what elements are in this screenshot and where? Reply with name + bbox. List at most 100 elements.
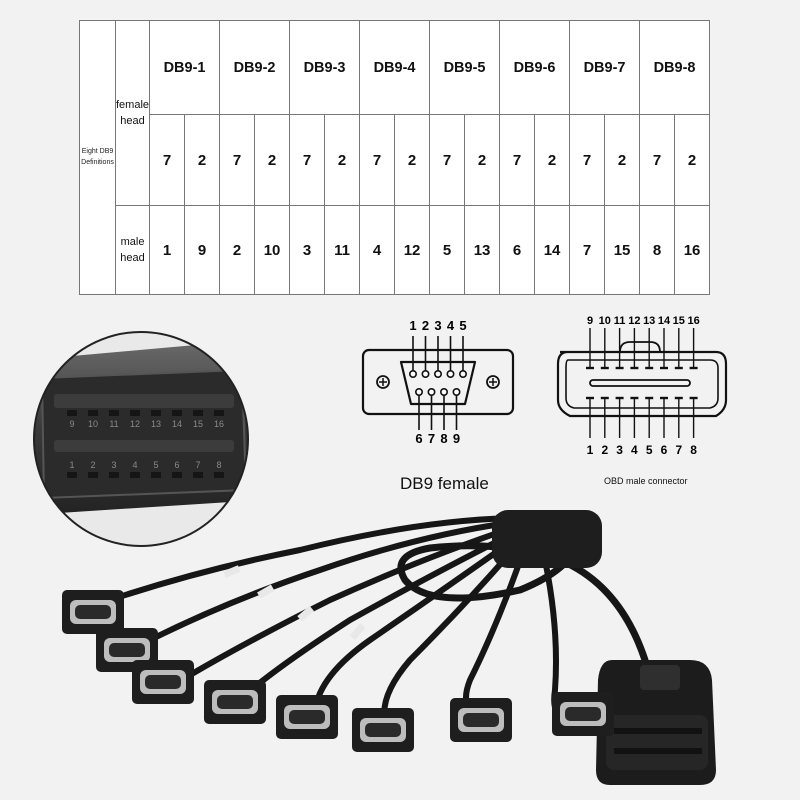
obd-pin-label-top: 16 bbox=[687, 315, 699, 327]
db9-8-header: DB9-8 bbox=[639, 20, 711, 115]
closeup-pin-slot bbox=[193, 472, 203, 478]
db9-5-male-pin-a: 5 bbox=[429, 205, 466, 295]
obd-pin-label-top: 14 bbox=[658, 315, 671, 327]
cable-splitter-hub bbox=[492, 510, 602, 568]
db9-5-header: DB9-5 bbox=[429, 20, 501, 115]
db9-plug-1 bbox=[62, 590, 124, 634]
db9-2-female-pin-b: 2 bbox=[254, 114, 291, 206]
closeup-pin-slot bbox=[193, 410, 203, 416]
closeup-pin-label-top: 11 bbox=[109, 419, 118, 429]
obd-center-divider bbox=[589, 379, 691, 387]
closeup-pin-slot bbox=[172, 410, 182, 416]
cable-labels bbox=[223, 565, 366, 641]
db9-plug-8 bbox=[552, 692, 614, 736]
male-label-line-2: head bbox=[120, 252, 145, 264]
db9-3-female-pin-b: 2 bbox=[324, 114, 361, 206]
db9-plug-5 bbox=[276, 695, 338, 739]
closeup-pin-slot bbox=[109, 410, 119, 416]
female-label-line-2: head bbox=[120, 115, 145, 127]
db9-pin-socket bbox=[459, 369, 468, 378]
db9-5-female-pin-a: 7 bbox=[429, 114, 466, 206]
obd-pin-label-bottom: 4 bbox=[631, 443, 638, 457]
db9-1-female-pin-a: 7 bbox=[149, 114, 186, 206]
db9-3-header: DB9-3 bbox=[289, 20, 361, 115]
obd-male-caption: OBD male connector bbox=[604, 476, 688, 486]
db9-1-male-pin-a: 1 bbox=[149, 205, 186, 295]
db9-pin-label-bottom: 8 bbox=[440, 431, 447, 446]
table-row-header: Eight DB9 Definitions female head DB9-1 … bbox=[79, 20, 711, 295]
db9-pin-socket bbox=[440, 388, 449, 397]
obd-outer-shell bbox=[556, 350, 728, 418]
female-label-line-1: female bbox=[116, 98, 150, 111]
db9-plug-3 bbox=[132, 660, 194, 704]
closeup-pin-slot bbox=[67, 410, 77, 416]
db9-6-header: DB9-6 bbox=[499, 20, 571, 115]
db9-pin-socket bbox=[446, 369, 455, 378]
closeup-pin-label-bottom: 4 bbox=[132, 460, 137, 470]
db9-1-female-pin-b: 2 bbox=[184, 114, 221, 206]
db9-4-male-pin-a: 4 bbox=[359, 205, 396, 295]
definitions-label-line-1: Eight DB9 bbox=[81, 148, 114, 155]
db9-3-male-pin-b: 11 bbox=[324, 205, 361, 295]
closeup-pin-slot bbox=[151, 472, 161, 478]
db9-7-female-pin-a: 7 bbox=[569, 114, 606, 206]
db9-pin-label-top: 1 bbox=[409, 318, 416, 333]
db9-3-female-pin-a: 7 bbox=[289, 114, 326, 206]
table-row-male: male head 1 9 2 10 3 11 4 12 5 13 6 14 7… bbox=[80, 205, 711, 295]
obd-pin-label-bottom: 2 bbox=[601, 443, 608, 457]
db9-7-male-pin-b: 15 bbox=[604, 205, 641, 295]
definitions-label-cell: Eight DB9 Definitions bbox=[79, 20, 116, 295]
db9-plugs bbox=[62, 590, 614, 752]
db9-pin-label-top: 5 bbox=[459, 318, 466, 333]
pin-definition-table: Eight DB9 Definitions female head DB9-1 … bbox=[79, 20, 711, 295]
db9-pin-label-top: 3 bbox=[434, 318, 441, 333]
definitions-label-line-2: Definitions bbox=[81, 158, 114, 166]
obd-pin-label-top: 11 bbox=[614, 315, 626, 327]
db9-8-female-pin-a: 7 bbox=[639, 114, 676, 206]
db9-5-female-pin-b: 2 bbox=[464, 114, 501, 206]
female-head-label-cell: female head bbox=[114, 20, 151, 206]
closeup-pin-label-top: 13 bbox=[151, 419, 161, 429]
db9-7-female-pin-b: 2 bbox=[604, 114, 641, 206]
db9-8-female-pin-b: 2 bbox=[674, 114, 711, 206]
db9-7-header: DB9-7 bbox=[569, 20, 641, 115]
obd-pin-label-top: 13 bbox=[643, 315, 655, 327]
obd-pin-label-bottom: 1 bbox=[587, 443, 594, 457]
closeup-pin-label-top: 12 bbox=[130, 419, 140, 429]
closeup-pin-slot bbox=[88, 472, 98, 478]
obd-pin-label-bottom: 7 bbox=[675, 443, 682, 457]
closeup-pin-label-top: 14 bbox=[172, 419, 182, 429]
db9-6-female-pin-b: 2 bbox=[534, 114, 571, 206]
db9-4-female-pin-a: 7 bbox=[359, 114, 396, 206]
db9-2-female-pin-a: 7 bbox=[219, 114, 256, 206]
closeup-pin-slot bbox=[130, 472, 140, 478]
closeup-pin-slot bbox=[214, 472, 224, 478]
closeup-pin-label-bottom: 1 bbox=[69, 460, 74, 470]
db9-pin-socket bbox=[434, 369, 443, 378]
db9-screw-hole-left bbox=[376, 375, 390, 389]
db9-plug-6 bbox=[352, 708, 414, 752]
db9-pin-socket bbox=[427, 388, 436, 397]
db9-3-male-pin-a: 3 bbox=[289, 205, 326, 295]
obd-pin-label-bottom: 6 bbox=[661, 443, 668, 457]
closeup-pin-slot bbox=[109, 472, 119, 478]
table-row-female: 7 2 7 2 7 2 7 2 7 2 7 2 7 2 7 2 bbox=[80, 114, 711, 206]
db9-2-male-pin-a: 2 bbox=[219, 205, 256, 295]
closeup-pin-slot bbox=[172, 472, 182, 478]
db9-female-caption: DB9 female bbox=[400, 474, 489, 493]
closeup-pin-label-bottom: 5 bbox=[153, 460, 158, 470]
obd-pin-label-top: 9 bbox=[587, 315, 593, 327]
db9-pin-label-top: 4 bbox=[447, 318, 455, 333]
male-head-label-cell: male head bbox=[114, 205, 151, 295]
db9-8-male-pin-a: 8 bbox=[639, 205, 676, 295]
db9-7-male-pin-a: 7 bbox=[569, 205, 606, 295]
closeup-pin-slot bbox=[214, 410, 224, 416]
closeup-pin-label-bottom: 2 bbox=[90, 460, 95, 470]
db9-6-male-pin-b: 14 bbox=[534, 205, 571, 295]
db9-6-female-pin-a: 7 bbox=[499, 114, 536, 206]
closeup-pin-label-bottom: 6 bbox=[174, 460, 179, 470]
